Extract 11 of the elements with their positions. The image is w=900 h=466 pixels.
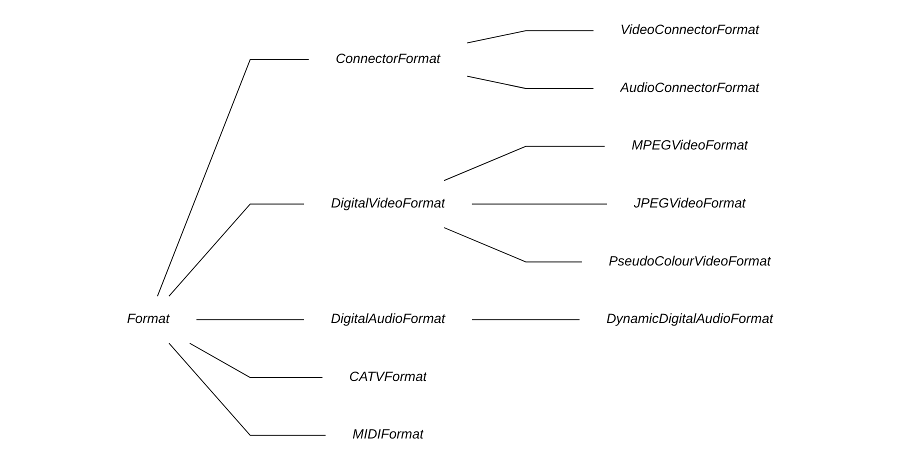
- connector: [168, 204, 305, 297]
- connector: [444, 227, 582, 262]
- connector: [471, 204, 608, 205]
- connector: [168, 342, 326, 436]
- connector: [466, 30, 594, 44]
- connector: [189, 342, 323, 378]
- connector: [466, 76, 594, 89]
- connector: [196, 319, 304, 320]
- connector: [444, 146, 606, 182]
- connector: [157, 59, 310, 297]
- connector: [472, 319, 580, 320]
